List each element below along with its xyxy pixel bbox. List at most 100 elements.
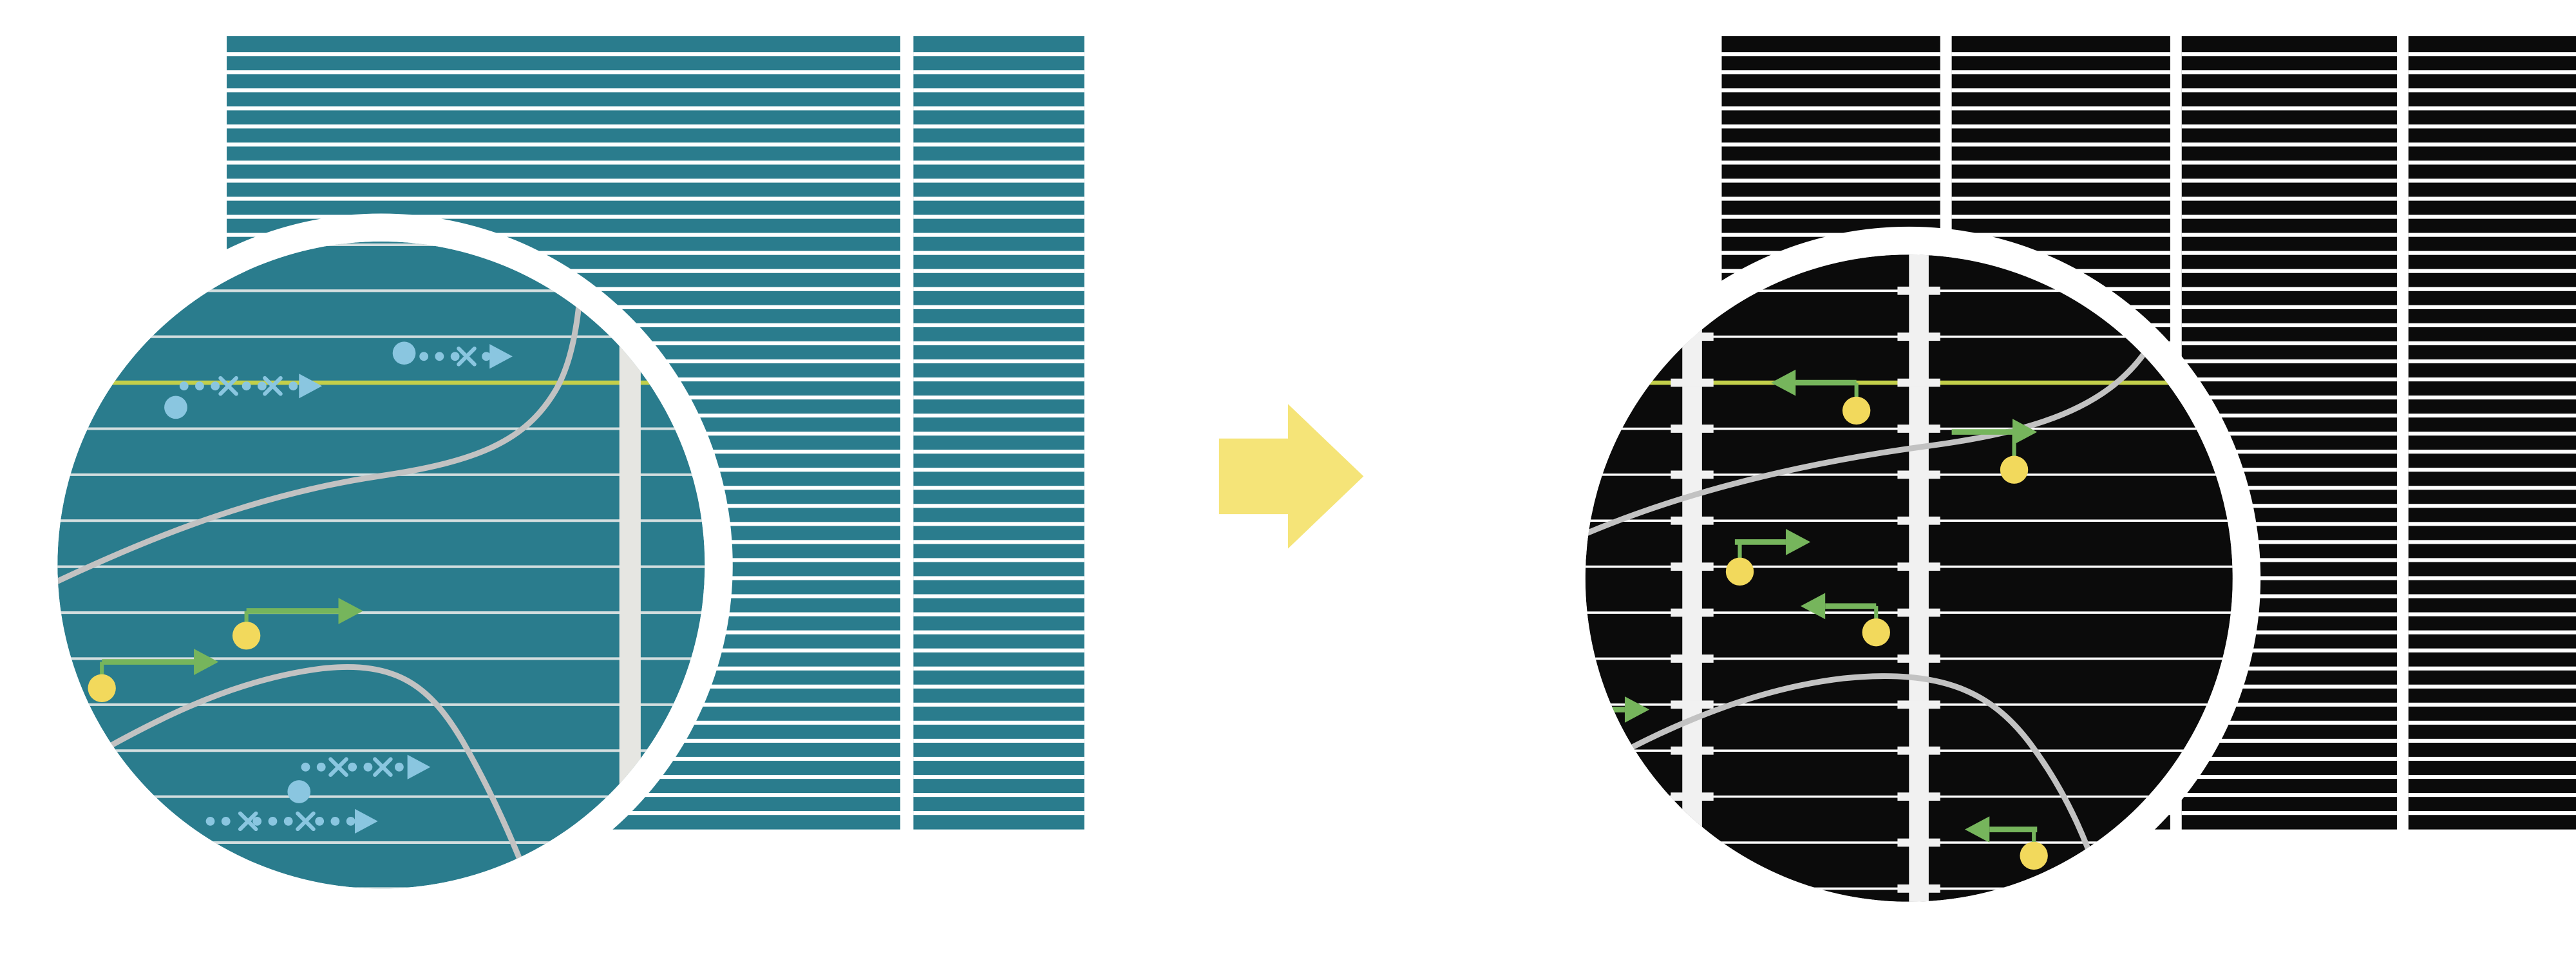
cell-finger-stripe (2408, 124, 2576, 129)
busbar-solder-pad (1897, 838, 1940, 847)
collected-carrier-arrow (1951, 419, 2038, 484)
scattered-carrier-path (164, 374, 322, 419)
right-magnifier-view (1585, 241, 2233, 902)
cell-finger-stripe (913, 576, 1084, 580)
cell-finger-stripe (913, 106, 1084, 111)
cell-finger-stripe (1721, 52, 1940, 57)
cell-finger-stripe (2408, 738, 2576, 743)
cell-finger-stripe (227, 196, 900, 201)
carrier-arrowhead-icon (338, 598, 363, 624)
cell-finger-stripe (2408, 233, 2576, 237)
cell-finger-stripe (227, 233, 900, 237)
cell-finger-stripe (913, 414, 1084, 418)
busbar-solder-pad (1671, 608, 1714, 617)
cell-finger-stripe (2181, 269, 2397, 273)
cell-finger-stripe (913, 666, 1084, 671)
carrier-start-dot (287, 780, 311, 803)
cell-finger-stripe (227, 124, 900, 129)
busbar-solder-pad (1897, 562, 1940, 571)
cell-finger-stripe (913, 196, 1084, 201)
busbar-solder-pad (1897, 286, 1940, 295)
cell-finger-stripe (2181, 450, 2397, 454)
cell-finger-stripe (1721, 70, 1940, 75)
carrier-origin-dot (1725, 557, 1754, 586)
cell-finger-stripe (913, 774, 1084, 779)
carrier-dot (268, 816, 278, 826)
cell-finger-stripe (2408, 142, 2576, 147)
cell-finger-stripe (1951, 196, 2170, 201)
cell-finger-stripe (913, 630, 1084, 635)
cell-finger-stripe (2408, 612, 2576, 616)
cell-finger-stripe (1951, 106, 2170, 111)
cell-finger-stripe (227, 178, 900, 183)
collected-carrier-arrow (232, 598, 363, 650)
cell-finger-stripe (2181, 630, 2397, 635)
cell-finger-stripe (2181, 648, 2397, 653)
busbar-solder-pad (1897, 470, 1940, 479)
busbar-solder-pad (1671, 241, 1713, 249)
cell-finger-stripe (2408, 52, 2576, 57)
carrier-dot (450, 352, 460, 361)
cell-finger-stripe (2408, 540, 2576, 544)
cell-finger-stripe (2408, 160, 2576, 165)
scattered-carrier-path (287, 754, 431, 803)
carrier-dot (395, 762, 404, 772)
cell-finger-stripe (2181, 594, 2397, 598)
cell-finger-stripe (913, 323, 1084, 327)
cell-finger-stripe (913, 88, 1084, 93)
carrier-arrowhead-icon (407, 754, 431, 779)
cell-finger-stripe (913, 684, 1084, 689)
cell-finger-stripe (1721, 196, 1940, 201)
cell-finger-stripe (227, 88, 900, 93)
carrier-arrowhead-icon (1965, 816, 1990, 843)
cell-finger-stripe (1951, 124, 2170, 129)
cell-finger-stripe (1721, 160, 1940, 165)
collected-carrier-arrow (1800, 593, 1890, 647)
cell-finger-stripe (1721, 215, 1940, 219)
scatter-x-icon (457, 346, 477, 367)
cell-finger-stripe (2181, 684, 2397, 689)
cell-finger-stripe (227, 70, 900, 75)
cell-finger-stripe (2408, 702, 2576, 707)
cell-finger-stripe (2408, 215, 2576, 219)
cell-finger-stripe (2408, 305, 2576, 309)
cell-finger-stripe (2408, 811, 2576, 816)
cell-finger-stripe (2408, 630, 2576, 635)
cell-finger-stripe (227, 160, 900, 165)
cell-finger-stripe (1721, 142, 1940, 147)
cell-finger-stripe (1951, 178, 2170, 183)
carrier-dot (330, 816, 340, 826)
cell-finger-stripe (2181, 720, 2397, 725)
busbar-solder-pad (1897, 378, 1940, 387)
carrier-arrowhead-icon (299, 374, 322, 399)
carrier-dot (205, 816, 215, 826)
cell-finger-stripe (913, 756, 1084, 761)
carrier-dot (301, 762, 310, 772)
cell-finger-stripe (2408, 522, 2576, 526)
cell-finger-stripe (227, 142, 900, 147)
collected-carrier-arrow (1771, 369, 1871, 425)
cell-finger-stripe (913, 612, 1084, 616)
cell-finger-stripe (2181, 468, 2397, 472)
cell-finger-stripe (227, 215, 900, 219)
collected-carrier-arrow (1965, 816, 2048, 870)
grain-boundary-curve (1585, 673, 2112, 902)
scatter-x-icon (373, 757, 393, 778)
cell-finger-stripe (2181, 414, 2397, 418)
cell-finger-stripe (2181, 233, 2397, 237)
cell-finger-stripe (2181, 504, 2397, 508)
cell-finger-stripe (2181, 178, 2397, 183)
carrier-dot (211, 381, 220, 391)
cell-finger-stripe (2408, 594, 2576, 598)
cell-finger-stripe (2408, 684, 2576, 689)
cell-finger-stripe (2408, 648, 2576, 653)
collected-carrier-arrow (1725, 529, 1811, 586)
cell-finger-stripe (2181, 323, 2397, 327)
carrier-dot (315, 816, 325, 826)
cell-finger-stripe (913, 377, 1084, 382)
carrier-arrowhead-icon (355, 808, 378, 834)
cell-finger-stripe (913, 178, 1084, 183)
cell-finger-stripe (913, 142, 1084, 147)
